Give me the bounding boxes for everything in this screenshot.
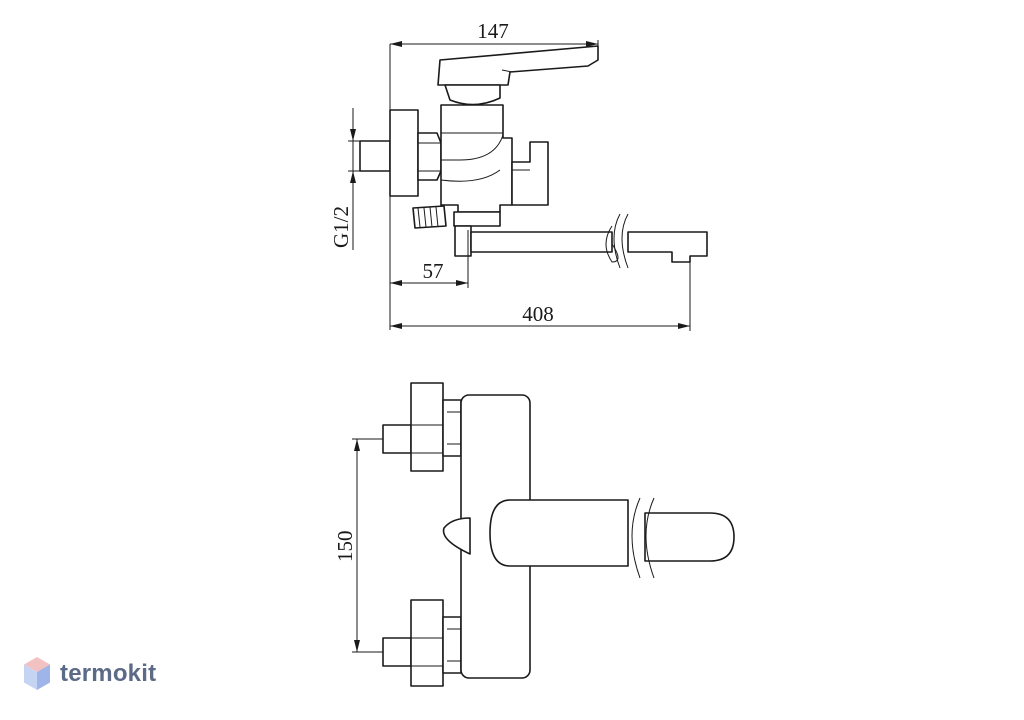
dimension-147: 147: [390, 19, 599, 50]
side-wall-flange: [389, 109, 419, 197]
cube-logo-icon: [24, 657, 50, 690]
side-hex-nut: [417, 132, 442, 181]
side-lever-handle: [437, 45, 599, 86]
front-bottom-nut: [442, 616, 462, 674]
dimension-thread-label: G1/2: [329, 206, 353, 248]
dimension-147-label: 147: [477, 19, 509, 43]
side-inlet-nipple: [359, 140, 391, 172]
termokit-logo: termokit: [22, 655, 156, 693]
side-handle-stem: [444, 84, 501, 106]
side-diverter-knob: [511, 141, 549, 206]
side-spout-break: [605, 225, 619, 263]
front-top-nut: [442, 399, 462, 457]
side-spout-tip: [627, 231, 708, 263]
dimension-408-label: 408: [522, 302, 554, 326]
front-bottom-flange: [410, 599, 444, 687]
dimension-408: 408: [390, 262, 691, 331]
front-view: [382, 382, 735, 687]
side-spout-arm: [470, 231, 613, 253]
side-bottom-outlet: [453, 211, 501, 227]
front-diverter-knob: [442, 517, 471, 555]
front-spout-break: [631, 497, 641, 579]
front-spout-end: [644, 512, 735, 562]
dimension-150: 150: [333, 438, 383, 653]
dimension-thread: G1/2: [329, 108, 360, 250]
watermark-brand: termokit: [60, 660, 157, 687]
dimension-150-label: 150: [333, 531, 357, 563]
side-spout-root: [454, 225, 472, 257]
front-lever-handle: [489, 499, 629, 567]
front-top-flange: [410, 382, 444, 472]
dimension-57-label: 57: [423, 259, 444, 283]
dimension-57: 57: [390, 230, 469, 288]
side-view: [359, 44, 708, 330]
front-bottom-nipple: [382, 637, 412, 667]
front-top-nipple: [382, 424, 412, 454]
